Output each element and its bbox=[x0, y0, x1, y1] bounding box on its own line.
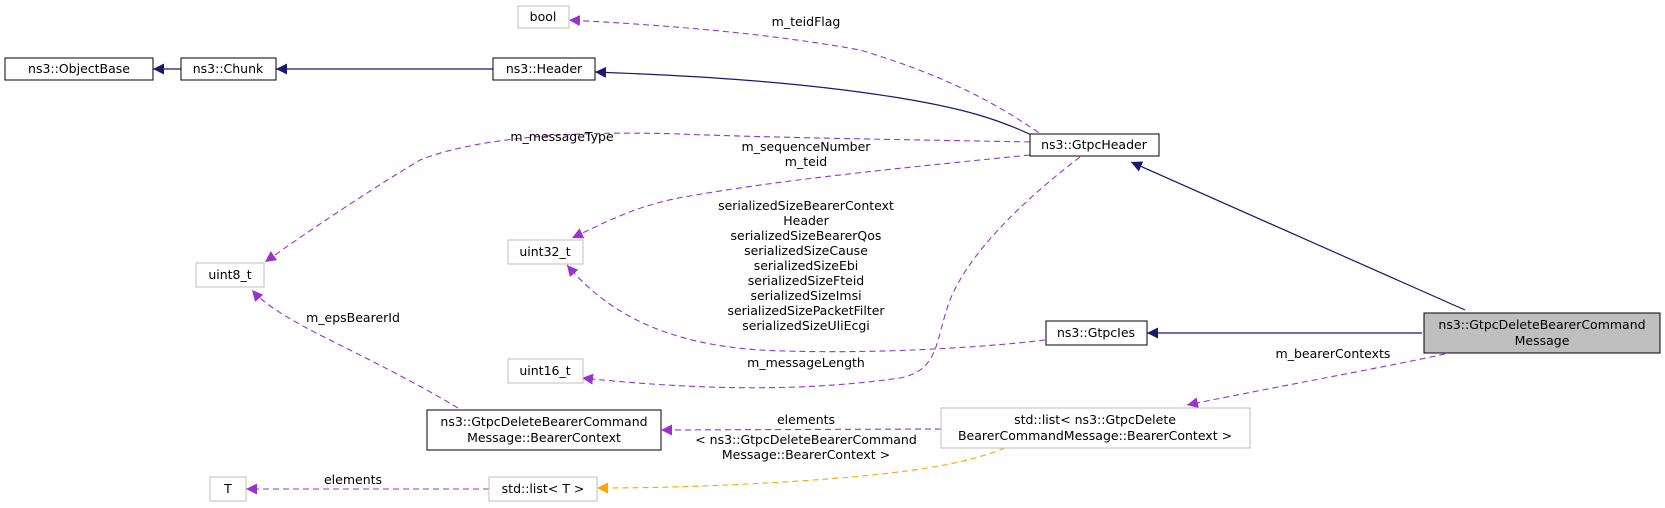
node-gtpcheader-label: ns3::GtpcHeader bbox=[1041, 137, 1148, 152]
node-focus-class[interactable]: ns3::GtpcDeleteBearerCommand Message bbox=[1423, 312, 1661, 354]
label-teid-flag: m_teidFlag bbox=[772, 14, 841, 29]
node-stdlist-bearercontext[interactable]: std::list< ns3::GtpcDelete BearerCommand… bbox=[940, 407, 1251, 449]
node-gtpcheader[interactable]: ns3::GtpcHeader bbox=[1029, 133, 1160, 157]
edge-focus-to-gtpcheader bbox=[1130, 161, 1466, 311]
node-uint16-label: uint16_t bbox=[519, 363, 570, 378]
node-gtpcies-label: ns3::GtpcIes bbox=[1057, 325, 1135, 340]
node-stdlist-bearercontext-label-1: std::list< ns3::GtpcDelete bbox=[1014, 412, 1176, 427]
node-focus-label-2: Message bbox=[1515, 333, 1570, 348]
node-objectbase-label: ns3::ObjectBase bbox=[28, 61, 130, 76]
node-uint32[interactable]: uint32_t bbox=[507, 239, 584, 265]
node-chunk-label: ns3::Chunk bbox=[193, 61, 264, 76]
node-gtpcies[interactable]: ns3::GtpcIes bbox=[1045, 320, 1148, 346]
label-serialized-7: serializedSizeImsi bbox=[750, 288, 861, 303]
node-stdlistT[interactable]: std::list< T > bbox=[488, 476, 598, 502]
edge-gtpcheader-to-uint32 bbox=[571, 154, 1031, 239]
label-teid: m_teid bbox=[785, 154, 827, 169]
edge-gtpcheader-to-bool bbox=[568, 15, 1056, 145]
node-header-label: ns3::Header bbox=[506, 61, 583, 76]
label-bearer-contexts: m_bearerContexts bbox=[1276, 346, 1391, 361]
label-serialized-3: serializedSizeBearerQos bbox=[731, 228, 882, 243]
node-header[interactable]: ns3::Header bbox=[492, 57, 596, 81]
edge-bearerctx-to-uint8 bbox=[251, 289, 459, 409]
edge-stdlist-ctx-to-stdlistT bbox=[596, 447, 1006, 494]
node-bearercontext-label-2: Message::BearerContext bbox=[467, 430, 621, 445]
label-elements-T: elements bbox=[324, 472, 382, 487]
node-stdlist-bearercontext-label-2: BearerCommandMessage::BearerContext > bbox=[958, 428, 1232, 443]
label-serialized-9: serializedSizeUliEcgi bbox=[742, 318, 870, 333]
label-elements-ctx: elements bbox=[777, 412, 835, 427]
node-uint16[interactable]: uint16_t bbox=[507, 358, 584, 384]
edge-gtpcheader-to-uint16 bbox=[581, 156, 1081, 389]
node-objectbase[interactable]: ns3::ObjectBase bbox=[4, 57, 154, 81]
node-chunk[interactable]: ns3::Chunk bbox=[180, 57, 277, 81]
edge-stdlist-ctx-to-bearerctx bbox=[660, 424, 942, 436]
label-serialized-2: Header bbox=[783, 213, 829, 228]
node-bool[interactable]: bool bbox=[517, 5, 570, 29]
node-uint32-label: uint32_t bbox=[519, 244, 570, 259]
label-message-length: m_messageLength bbox=[747, 355, 865, 370]
label-serialized-1: serializedSizeBearerContext bbox=[718, 198, 894, 213]
label-serialized-4: serializedSizeCause bbox=[744, 243, 868, 258]
label-serialized-6: serializedSizeFteid bbox=[748, 273, 864, 288]
node-stdlistT-label: std::list< T > bbox=[502, 481, 585, 496]
node-focus-label-1: ns3::GtpcDeleteBearerCommand bbox=[1438, 317, 1645, 332]
label-message-type: m_messageType bbox=[510, 129, 614, 144]
node-bearercontext-label-1: ns3::GtpcDeleteBearerCommand bbox=[440, 414, 647, 429]
label-template-arg-2: Message::BearerContext > bbox=[722, 447, 890, 462]
label-serialized-5: serializedSizeEbi bbox=[754, 258, 859, 273]
label-seq-number: m_sequenceNumber bbox=[742, 139, 872, 154]
edge-gtpcheader-to-uint8 bbox=[264, 132, 1031, 263]
node-uint8[interactable]: uint8_t bbox=[195, 262, 265, 288]
node-T-label: T bbox=[223, 481, 232, 496]
label-eps-bearer-id: m_epsBearerId bbox=[306, 310, 400, 325]
label-template-arg-1: < ns3::GtpcDeleteBearerCommand bbox=[695, 432, 917, 447]
edge-gtpcheader-to-header bbox=[594, 66, 1051, 145]
node-uint8-label: uint8_t bbox=[208, 267, 251, 282]
node-T[interactable]: T bbox=[209, 476, 247, 502]
node-bool-label: bool bbox=[530, 9, 557, 24]
label-serialized-8: serializedSizePacketFilter bbox=[727, 303, 885, 318]
node-bearercontext[interactable]: ns3::GtpcDeleteBearerCommand Message::Be… bbox=[426, 409, 662, 451]
edge-gtpcies-to-uint32 bbox=[566, 264, 1046, 353]
edge-focus-to-stdlist-ctx bbox=[1186, 353, 1446, 409]
